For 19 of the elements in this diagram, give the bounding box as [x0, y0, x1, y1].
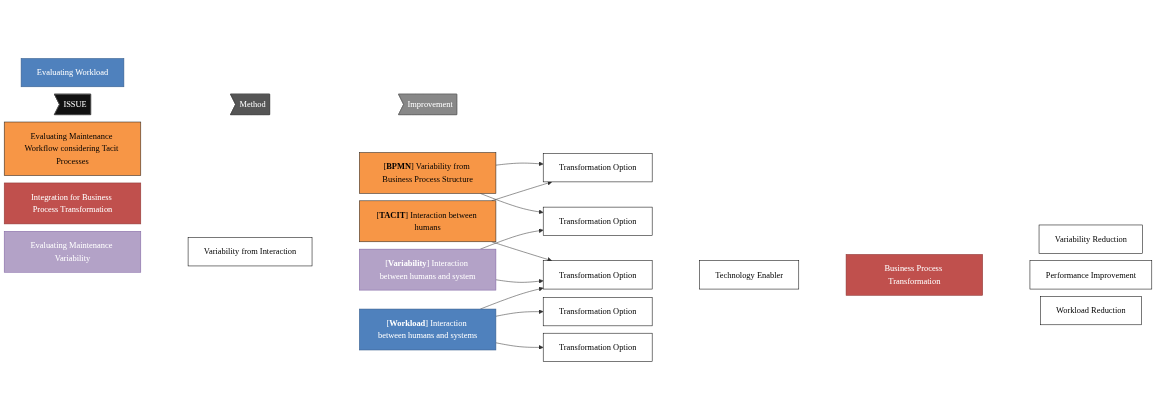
node-box: [Workload] Interaction between humans and systems [359, 308, 497, 351]
node-box: Variability Reduction [1038, 224, 1143, 254]
node-box: Workload Reduction [1040, 296, 1142, 326]
node-box: Evaluating Workload [20, 58, 125, 88]
node-box: Business Process Transformation [845, 254, 983, 296]
node-box: Variability from Interaction [187, 237, 313, 267]
node-box: Evaluating Maintenance Variability [3, 231, 142, 273]
node-box: [BPMN] Variability from Business Process Structure [359, 152, 497, 194]
node-box: Integration for Business Process Transformation [3, 182, 142, 225]
node-box: Transformation Option [542, 206, 653, 236]
node-box: Technology Enabler [699, 260, 800, 290]
node-box: Transformation Option [542, 153, 653, 183]
node-box: Evaluating Maintenance Workflow considering Tacit Processes [3, 121, 142, 176]
node-box: [Variability] Interaction between humans and system [359, 248, 497, 291]
node-box: Transformation Option [542, 332, 653, 362]
node-box: Performance Improvement [1029, 260, 1153, 290]
node-box: Transformation Option [542, 260, 653, 290]
node-box: Transformation Option [542, 297, 653, 327]
node-box: [TACIT] Interaction between humans [359, 200, 497, 243]
